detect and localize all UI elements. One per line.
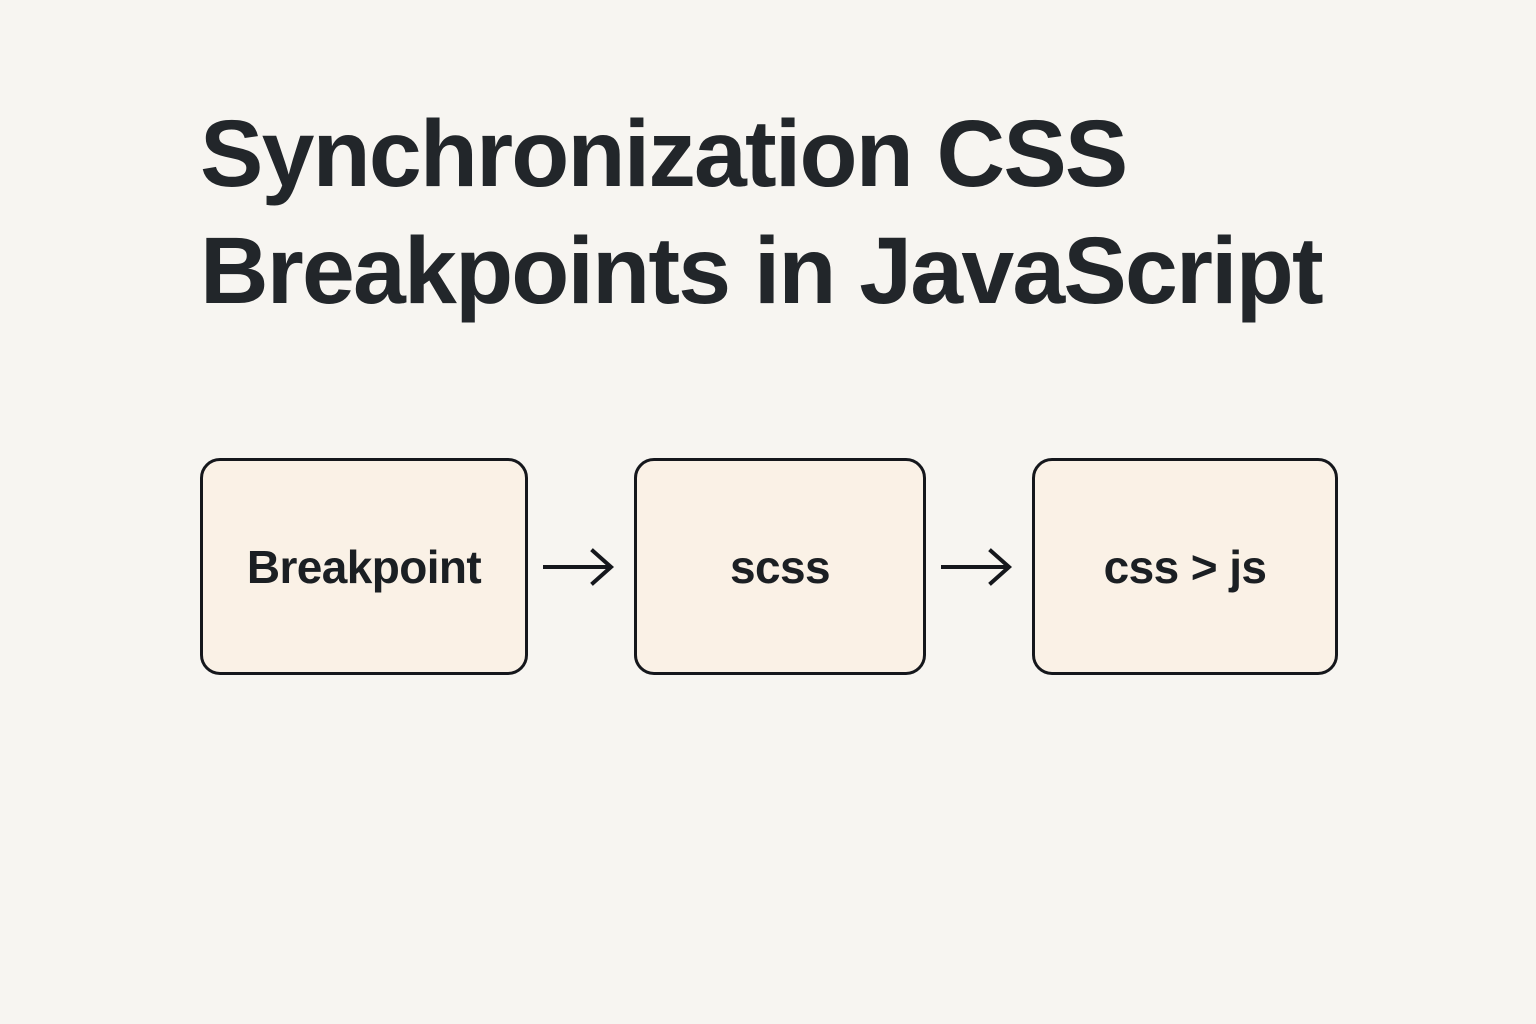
flow-diagram: Breakpoint scss css > js — [200, 458, 1338, 675]
flow-connector-2 — [926, 458, 1032, 675]
flow-node-breakpoint: Breakpoint — [200, 458, 528, 675]
flow-node-label: scss — [730, 540, 831, 593]
page-title: Synchronization CSS Breakpoints in JavaS… — [200, 96, 1380, 330]
flow-node-scss: scss — [634, 458, 926, 675]
flow-node-label: css > js — [1103, 540, 1267, 593]
flow-node-label: Breakpoint — [246, 540, 482, 593]
right-arrow-icon — [941, 547, 1013, 586]
flow-node-css-js: css > js — [1032, 458, 1338, 675]
flow-connector-1 — [528, 458, 634, 675]
right-arrow-icon — [543, 547, 615, 586]
page-title-line-1: Synchronization CSS — [200, 101, 1128, 207]
page-title-line-2: Breakpoints in JavaScript — [200, 218, 1324, 324]
